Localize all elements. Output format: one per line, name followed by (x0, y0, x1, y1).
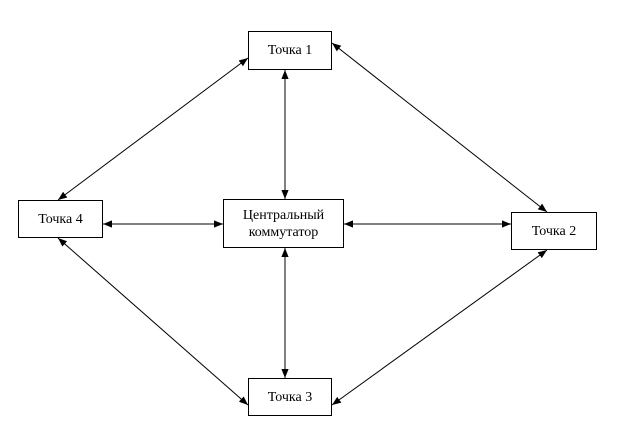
node-point-3: Точка 3 (248, 378, 332, 416)
node-point-2: Точка 2 (511, 212, 597, 250)
central-label-line-2: коммутатор (248, 224, 319, 240)
node-point-4-label: Точка 4 (38, 211, 83, 227)
node-point-4: Точка 4 (18, 200, 103, 238)
edge-point1-point4 (57, 57, 249, 201)
edge-point3-point2 (331, 249, 548, 406)
node-point-1: Точка 1 (248, 31, 332, 70)
node-point-3-label: Точка 3 (267, 389, 313, 405)
central-label-line-1: Центральный (242, 207, 325, 223)
node-central-switch: Центральный коммутатор (223, 199, 344, 248)
edge-point1-point2 (331, 42, 548, 213)
node-point-2-label: Точка 2 (531, 223, 577, 239)
edge-point3-point4 (57, 237, 249, 406)
node-point-1-label: Точка 1 (267, 43, 313, 58)
node-central-switch-label: Центральный коммутатор (243, 207, 324, 241)
